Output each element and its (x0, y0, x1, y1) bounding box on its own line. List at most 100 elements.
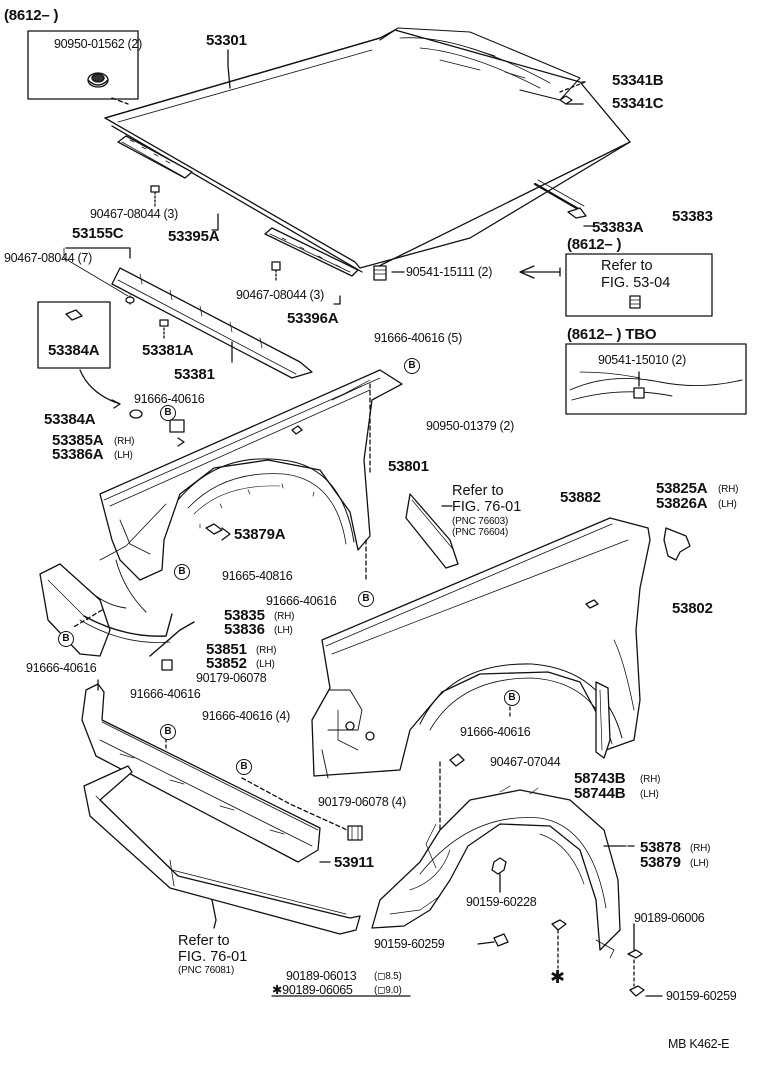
label-rh-molding: 53882 (560, 489, 601, 506)
label-bolt-a-size: (◻8.5) (374, 971, 402, 982)
label-bolt-rear-seal: 90467-08044 (3) (236, 288, 324, 302)
label-rh-refer-2: FIG. 76-01 (452, 499, 522, 515)
liner-fasteners (478, 858, 662, 996)
label-inset-grommet: 90950-01562 (2) (54, 37, 142, 51)
label-cowl-seal-a: 53381A (142, 342, 194, 359)
label-liner-lh-suffix: (LH) (690, 858, 709, 869)
label-lh-stay-rh: 53851 (206, 641, 247, 658)
hood-bumper (374, 266, 404, 280)
label-rh-bracket-lh: 53826A (656, 495, 708, 512)
label-cowl-seal-lh: 53386A (52, 446, 104, 463)
b-marker-3: B (174, 564, 190, 580)
label-lh-clip: 90950-01379 (2) (426, 419, 514, 433)
pad-inset-box (38, 302, 120, 408)
label-liner-screw-a: 90159-60228 (466, 895, 537, 909)
hood-drawing (105, 28, 630, 272)
label-seal-front: 53395A (168, 228, 220, 245)
label-rh-pnc2: (PNC 76604) (452, 527, 509, 538)
label-support-rod: 53383 (672, 208, 713, 225)
label-lh-screw-low: 91666-40616 (266, 594, 337, 608)
label-bolt-a: 90189-06013 (286, 969, 357, 983)
grommet-icon (88, 73, 108, 87)
hood-seal-front (118, 136, 218, 230)
label-lh-stay-lh-suffix: (LH) (256, 659, 275, 670)
b-marker-7: B (160, 724, 176, 740)
rh-fender-screws (440, 700, 510, 860)
label-seal-rear: 53396A (287, 310, 339, 327)
cowl-seal (64, 248, 312, 378)
b-marker-2: B (160, 405, 176, 421)
label-rh-bracket-rh: 53825A (656, 480, 708, 497)
label-liner-screw-b: 90159-60259 (374, 937, 445, 951)
label-cowl-seal: 53381 (174, 366, 215, 383)
label-front-pnc: (PNC 76081) (178, 965, 235, 976)
label-lh-bracket-rh: 53835 (224, 607, 265, 624)
label-bolt-b: ✱90189-06065 (272, 983, 353, 997)
label-lh-stay-lh: 53852 (206, 655, 247, 672)
refer-box-1-line2: FIG. 53-04 (601, 275, 671, 291)
label-lh-screws-5: 91666-40616 (5) (374, 331, 462, 345)
label-lh-bracket-lh-suffix: (LH) (274, 625, 293, 636)
label-rh-refer-1: Refer to (452, 483, 504, 499)
label-hood-insulator: 53341B (612, 72, 664, 89)
label-liner-rh-suffix: (RH) (690, 843, 711, 854)
label-mud-lh: 58744B (574, 785, 626, 802)
refer-box-1-date: (8612– ) (567, 236, 622, 253)
label-hood-bumper: 90541-15111 (2) (406, 265, 493, 279)
label-lh-screw-left: 91666-40616 (26, 661, 97, 675)
label-mud-rh: 58743B (574, 770, 626, 787)
tbo-box-part: 90541-15010 (2) (598, 353, 686, 367)
label-rh-fender: 53802 (672, 600, 713, 617)
hood-seal-rear (265, 228, 358, 304)
arrow-to-refer-box (520, 266, 560, 278)
mud-guard (596, 682, 610, 758)
tbo-box (566, 344, 746, 414)
lh-fender-brackets (40, 504, 230, 670)
label-front-screw: 91666-40616 (130, 687, 201, 701)
label-liner-nut: 90189-06006 (634, 911, 705, 925)
label-lh-screw-top: 91666-40616 (134, 392, 205, 406)
label-liner-screw-c: 90159-60259 (666, 989, 737, 1003)
b-marker-5: B (58, 631, 74, 647)
asterisk-mark: ✱ (550, 967, 565, 987)
label-bolt-front-seal: 90467-08044 (3) (90, 207, 178, 221)
fender-lh (96, 370, 402, 612)
rh-molding (406, 494, 458, 568)
label-lh-stay-rh-suffix: (RH) (256, 645, 277, 656)
label-front-screws-4: 91666-40616 (4) (202, 709, 290, 723)
label-lh-nut: 90179-06078 (196, 671, 267, 685)
cowl-clips (130, 410, 184, 446)
label-front-nuts-4: 90179-06078 (4) (318, 795, 406, 809)
refer-box-1-line1: Refer to (601, 258, 653, 274)
label-pad-inset: 53384A (48, 342, 100, 359)
front-panel (82, 680, 356, 862)
label-cowl-pad: 53384A (44, 411, 96, 428)
refer-box-1 (566, 254, 712, 316)
label-cowl-lh: (LH) (114, 450, 133, 461)
fender-liner (372, 786, 634, 958)
label-hood: 53301 (206, 32, 247, 49)
label-cowl-rh: (RH) (114, 436, 135, 447)
label-mud-lh-suffix: (LH) (640, 789, 659, 800)
label-cowl-seal-rh: 53385A (52, 432, 104, 449)
label-rh-pnc1: (PNC 76603) (452, 516, 509, 527)
header-date-range: (8612– ) (4, 7, 59, 24)
label-lh-bracket-lh: 53836 (224, 621, 265, 638)
label-lh-bracket: 53879A (234, 526, 286, 543)
label-front-refer-2: FIG. 76-01 (178, 949, 248, 965)
label-front-refer-1: Refer to (178, 933, 230, 949)
inset-box-top (28, 31, 138, 104)
label-mud-rh-suffix: (RH) (640, 774, 661, 785)
label-lh-screw-mid: 91665-40816 (222, 569, 293, 583)
tbo-box-date: (8612– ) TBO (567, 326, 657, 343)
label-cowl-bolt: 90467-08044 (7) (4, 251, 92, 265)
front-nut (348, 826, 362, 840)
footer-code: MB K462-E (668, 1037, 730, 1051)
label-rh-bracket-rh-suffix: (RH) (718, 484, 739, 495)
label-rh-bracket-lh-suffix: (LH) (718, 499, 737, 510)
label-rod-holder: 53383A (592, 219, 644, 236)
label-rh-screw: 91666-40616 (460, 725, 531, 739)
b-marker-1: B (404, 358, 420, 374)
label-liner-lh: 53879 (640, 854, 681, 871)
